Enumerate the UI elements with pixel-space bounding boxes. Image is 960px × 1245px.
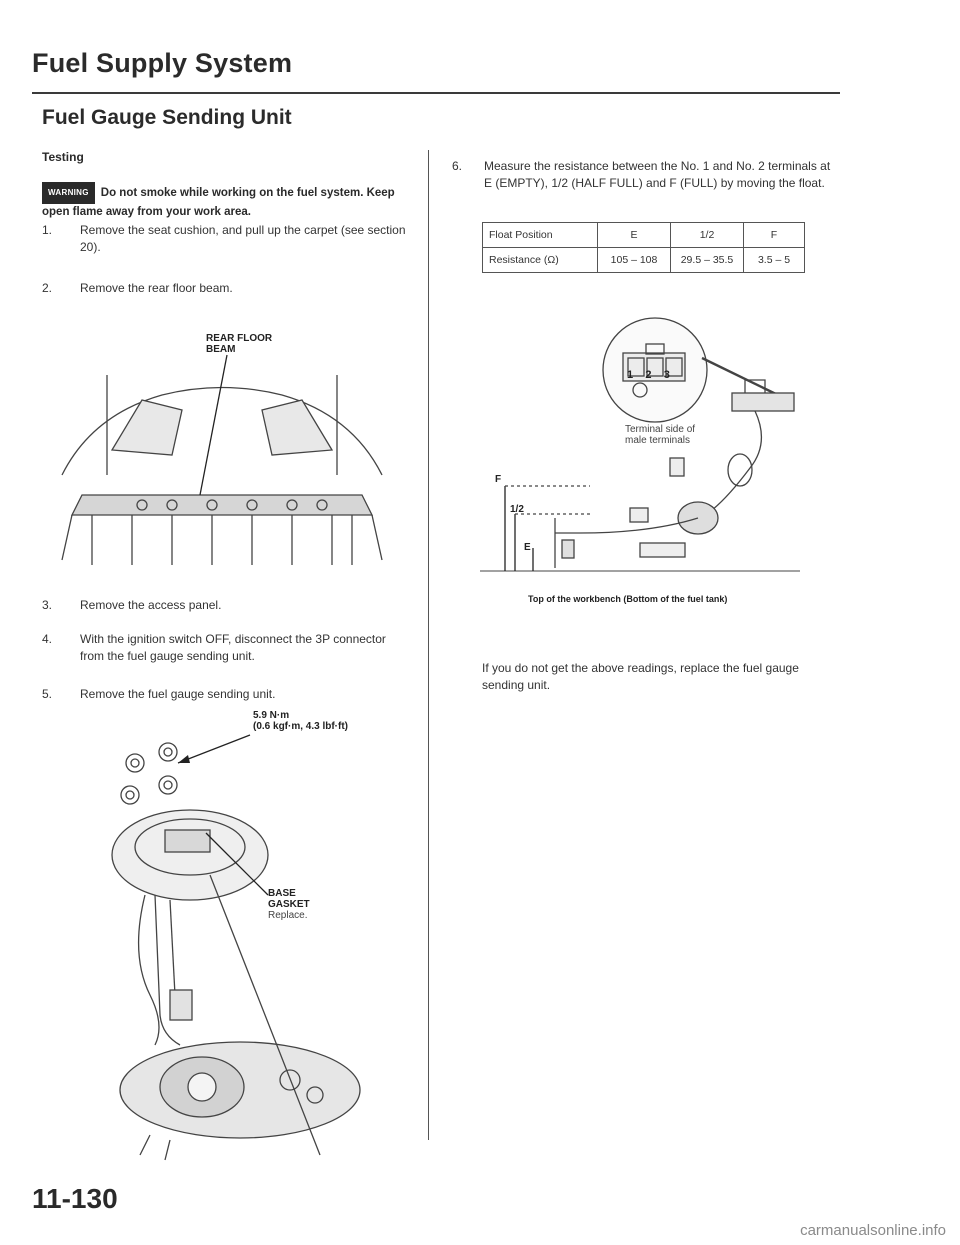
testing-heading: Testing xyxy=(42,150,84,164)
table-cell: Resistance (Ω) xyxy=(482,247,598,273)
warning-text: Do not smoke while working on the fuel s… xyxy=(42,187,395,218)
terminal-2: 2 xyxy=(645,369,652,381)
terminal-3: 3 xyxy=(663,369,670,381)
table-row: Resistance (Ω) 105 – 108 29.5 – 35.5 3.5… xyxy=(482,247,805,273)
torque-spec-label: 5.9 N·m (0.6 kgf·m, 4.3 lbf·ft) xyxy=(253,710,349,732)
step-number: 2. xyxy=(42,281,53,295)
closing-text: If you do not get the above readings, re… xyxy=(482,661,799,692)
step-number: 4. xyxy=(42,632,53,646)
warning-badge: WARNING xyxy=(42,182,95,204)
watermark: carmanualsonline.info xyxy=(800,1222,946,1239)
step-number: 5. xyxy=(42,687,53,701)
float-mark-full: F xyxy=(495,474,502,485)
section-title: Fuel Supply System xyxy=(32,48,293,78)
title-rule xyxy=(32,92,840,94)
base-gasket-label: BASE GASKET Replace. xyxy=(268,888,310,921)
resistance-table: Float Position E 1/2 F Resistance (Ω) 10… xyxy=(482,222,805,273)
rear-floor-beam-illustration xyxy=(61,354,383,565)
float-mark-half: 1/2 xyxy=(510,504,524,515)
workbench-caption: Top of the workbench (Bottom of the fuel… xyxy=(528,594,728,604)
rear-floor-beam-label: REAR FLOOR BEAM xyxy=(206,333,273,355)
page-title: Fuel Gauge Sending Unit xyxy=(42,106,292,129)
step-6: 6. Measure the resistance between the No… xyxy=(452,158,832,192)
table-cell: Float Position xyxy=(482,222,598,248)
terminal-numbers: 1 2 3 xyxy=(627,370,670,381)
float-mark-empty: E xyxy=(524,542,531,553)
table-cell: 1/2 xyxy=(670,222,744,248)
step-1: 1. Remove the seat cushion, and pull up … xyxy=(42,222,407,256)
sending-unit-removal-illustration xyxy=(111,734,361,1161)
table-cell: 105 – 108 xyxy=(597,247,671,273)
step-2: 2. Remove the rear floor beam. xyxy=(42,280,407,297)
step-3: 3. Remove the access panel. xyxy=(42,597,407,614)
step-number: 3. xyxy=(42,598,53,612)
table-cell: 3.5 – 5 xyxy=(743,247,805,273)
step-text: Remove the seat cushion, and pull up the… xyxy=(80,223,406,254)
step-5: 5. Remove the fuel gauge sending unit. xyxy=(42,686,407,703)
step-number: 1. xyxy=(42,223,53,237)
step-text: Remove the fuel gauge sending unit. xyxy=(80,687,276,701)
column-divider xyxy=(428,150,429,1140)
step-text: Measure the resistance between the No. 1… xyxy=(484,159,831,190)
table-cell: 29.5 – 35.5 xyxy=(670,247,744,273)
terminal-1: 1 xyxy=(627,369,634,381)
step-text: Remove the rear floor beam. xyxy=(80,281,233,295)
step-text: With the ignition switch OFF, disconnect… xyxy=(80,632,386,663)
table-row: Float Position E 1/2 F xyxy=(482,222,805,248)
step-text: Remove the access panel. xyxy=(80,598,222,612)
table-cell: F xyxy=(743,222,805,248)
step-4: 4. With the ignition switch OFF, disconn… xyxy=(42,631,407,665)
float-position-illustration xyxy=(480,317,800,572)
terminal-side-note: Terminal side of male terminals xyxy=(625,424,696,446)
table-cell: E xyxy=(597,222,671,248)
step-number: 6. xyxy=(452,159,463,173)
page-number: 11-130 xyxy=(32,1183,118,1214)
